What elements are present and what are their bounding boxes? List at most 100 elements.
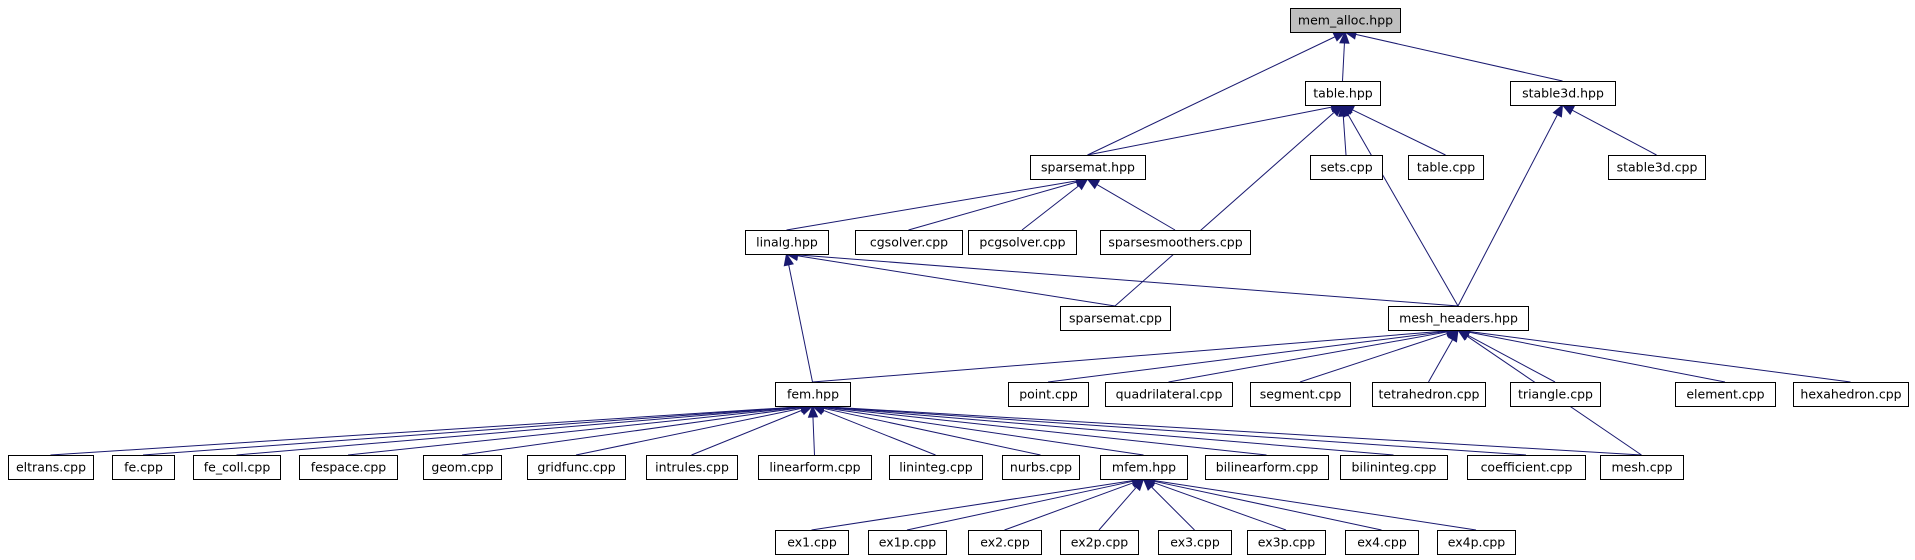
node-label[interactable]: mem_alloc.hpp xyxy=(1298,13,1393,28)
node-label[interactable]: quadrilateral.cpp xyxy=(1116,387,1223,402)
node-label[interactable]: triangle.cpp xyxy=(1518,387,1593,402)
node-ex3-cpp[interactable]: ex3.cpp xyxy=(1158,530,1232,555)
node-gridfunc-cpp[interactable]: gridfunc.cpp xyxy=(527,455,626,480)
node-label[interactable]: element.cpp xyxy=(1686,387,1764,402)
node-linearform-cpp[interactable]: linearform.cpp xyxy=(758,455,872,480)
node-box[interactable] xyxy=(745,230,829,255)
node-fespace-cpp[interactable]: fespace.cpp xyxy=(299,455,398,480)
node-box[interactable] xyxy=(1247,530,1326,555)
node-label[interactable]: hexahedron.cpp xyxy=(1800,387,1901,402)
node-label[interactable]: table.cpp xyxy=(1417,160,1475,175)
node-label[interactable]: ex1p.cpp xyxy=(879,535,937,550)
node-lininteg-cpp[interactable]: lininteg.cpp xyxy=(889,455,983,480)
node-label[interactable]: ex3p.cpp xyxy=(1258,535,1316,550)
node-coefficient-cpp[interactable]: coefficient.cpp xyxy=(1467,455,1586,480)
node-label[interactable]: gridfunc.cpp xyxy=(537,460,615,475)
node-label[interactable]: segment.cpp xyxy=(1260,387,1342,402)
node-triangle-cpp[interactable]: triangle.cpp xyxy=(1510,382,1601,407)
node-box[interactable] xyxy=(1510,81,1616,106)
node-eltrans-cpp[interactable]: eltrans.cpp xyxy=(8,455,94,480)
node-box[interactable] xyxy=(855,230,963,255)
node-geom-cpp[interactable]: geom.cpp xyxy=(423,455,502,480)
node-box[interactable] xyxy=(1205,455,1329,480)
node-box[interactable] xyxy=(1250,382,1351,407)
node-label[interactable]: mesh_headers.hpp xyxy=(1399,311,1518,326)
node-fe-coll-cpp[interactable]: fe_coll.cpp xyxy=(193,455,281,480)
node-mem-alloc-hpp[interactable]: mem_alloc.hpp xyxy=(1290,8,1401,33)
node-quadrilateral-cpp[interactable]: quadrilateral.cpp xyxy=(1105,382,1233,407)
node-fem-hpp[interactable]: fem.hpp xyxy=(775,382,851,407)
node-label[interactable]: pcgsolver.cpp xyxy=(979,235,1065,250)
node-label[interactable]: sparsemat.cpp xyxy=(1069,311,1162,326)
node-table-cpp[interactable]: table.cpp xyxy=(1408,155,1484,180)
node-box[interactable] xyxy=(1002,455,1080,480)
node-box[interactable] xyxy=(868,530,947,555)
node-box[interactable] xyxy=(1793,382,1909,407)
node-label[interactable]: linearform.cpp xyxy=(769,460,860,475)
node-box[interactable] xyxy=(1310,155,1383,180)
node-box[interactable] xyxy=(1408,155,1484,180)
node-label[interactable]: sparsemat.hpp xyxy=(1041,160,1135,175)
node-box[interactable] xyxy=(1060,530,1139,555)
node-stable3d-hpp[interactable]: stable3d.hpp xyxy=(1510,81,1616,106)
node-ex4p-cpp[interactable]: ex4p.cpp xyxy=(1437,530,1516,555)
node-box[interactable] xyxy=(1105,382,1233,407)
node-label[interactable]: eltrans.cpp xyxy=(16,460,86,475)
node-label[interactable]: bilinearform.cpp xyxy=(1216,460,1319,475)
node-box[interactable] xyxy=(1675,382,1776,407)
node-box[interactable] xyxy=(1388,306,1529,331)
node-label[interactable]: ex1.cpp xyxy=(787,535,837,550)
node-ex1-cpp[interactable]: ex1.cpp xyxy=(775,530,849,555)
node-label[interactable]: ex2.cpp xyxy=(980,535,1030,550)
node-intrules-cpp[interactable]: intrules.cpp xyxy=(646,455,738,480)
node-box[interactable] xyxy=(1030,155,1146,180)
node-label[interactable]: cgsolver.cpp xyxy=(870,235,948,250)
node-nurbs-cpp[interactable]: nurbs.cpp xyxy=(1002,455,1080,480)
node-label[interactable]: sets.cpp xyxy=(1320,160,1372,175)
node-bilininteg-cpp[interactable]: bilininteg.cpp xyxy=(1340,455,1448,480)
node-sets-cpp[interactable]: sets.cpp xyxy=(1310,155,1383,180)
node-label[interactable]: lininteg.cpp xyxy=(899,460,973,475)
node-label[interactable]: sparsesmoothers.cpp xyxy=(1108,235,1242,250)
node-ex2p-cpp[interactable]: ex2p.cpp xyxy=(1060,530,1139,555)
node-segment-cpp[interactable]: segment.cpp xyxy=(1250,382,1351,407)
node-label[interactable]: mfem.hpp xyxy=(1112,460,1176,475)
node-box[interactable] xyxy=(646,455,738,480)
node-label[interactable]: linalg.hpp xyxy=(756,235,818,250)
node-bilinearform-cpp[interactable]: bilinearform.cpp xyxy=(1205,455,1329,480)
node-sparsemat-cpp[interactable]: sparsemat.cpp xyxy=(1060,306,1171,331)
node-box[interactable] xyxy=(1008,382,1089,407)
node-box[interactable] xyxy=(527,455,626,480)
node-ex1p-cpp[interactable]: ex1p.cpp xyxy=(868,530,947,555)
node-box[interactable] xyxy=(1158,530,1232,555)
node-box[interactable] xyxy=(968,530,1042,555)
node-label[interactable]: ex4.cpp xyxy=(1357,535,1407,550)
node-box[interactable] xyxy=(1345,530,1419,555)
node-hexahedron-cpp[interactable]: hexahedron.cpp xyxy=(1793,382,1909,407)
node-box[interactable] xyxy=(1100,230,1251,255)
node-box[interactable] xyxy=(1372,382,1486,407)
node-label[interactable]: intrules.cpp xyxy=(655,460,729,475)
node-element-cpp[interactable]: element.cpp xyxy=(1675,382,1776,407)
node-ex4-cpp[interactable]: ex4.cpp xyxy=(1345,530,1419,555)
node-box[interactable] xyxy=(758,455,872,480)
node-label[interactable]: ex2p.cpp xyxy=(1071,535,1129,550)
node-ex3p-cpp[interactable]: ex3p.cpp xyxy=(1247,530,1326,555)
node-cgsolver-cpp[interactable]: cgsolver.cpp xyxy=(855,230,963,255)
node-point-cpp[interactable]: point.cpp xyxy=(1008,382,1089,407)
node-box[interactable] xyxy=(1600,455,1684,480)
node-label[interactable]: stable3d.cpp xyxy=(1617,160,1698,175)
node-ex2-cpp[interactable]: ex2.cpp xyxy=(968,530,1042,555)
node-box[interactable] xyxy=(775,530,849,555)
node-mfem-hpp[interactable]: mfem.hpp xyxy=(1100,455,1188,480)
node-mesh-cpp[interactable]: mesh.cpp xyxy=(1600,455,1684,480)
node-sparsesmoothers-cpp[interactable]: sparsesmoothers.cpp xyxy=(1100,230,1251,255)
node-label[interactable]: mesh.cpp xyxy=(1611,460,1672,475)
node-box[interactable] xyxy=(1305,81,1381,106)
node-label[interactable]: geom.cpp xyxy=(431,460,493,475)
node-box[interactable] xyxy=(1100,455,1188,480)
node-label[interactable]: fe_coll.cpp xyxy=(204,460,271,475)
node-label[interactable]: tetrahedron.cpp xyxy=(1379,387,1480,402)
node-table-hpp[interactable]: table.hpp xyxy=(1305,81,1381,106)
node-label[interactable]: nurbs.cpp xyxy=(1010,460,1072,475)
